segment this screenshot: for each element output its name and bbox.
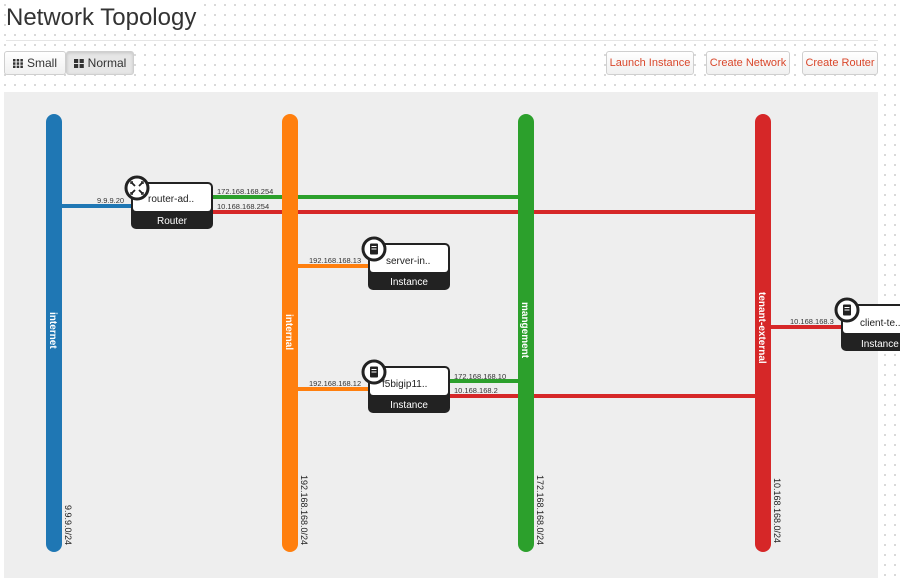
server-name: server-in.. <box>386 256 430 267</box>
create-router-button[interactable]: Create Router <box>802 51 878 75</box>
network-bar-tenant-external[interactable] <box>755 114 771 552</box>
port-ip-router-tenant-external: 10.168.168.254 <box>217 202 269 211</box>
server-icon <box>361 359 387 385</box>
client-type: Instance <box>861 339 899 350</box>
router-icon <box>124 175 150 201</box>
router-name: router-ad.. <box>148 194 194 205</box>
network-cidr-internal: 192.168.168.0/24 <box>299 475 309 545</box>
small-grid-icon <box>12 59 23 68</box>
client-instance-node[interactable]: client-te.. Instance <box>834 297 900 351</box>
server-icon <box>361 236 387 262</box>
server-icon <box>834 297 860 323</box>
network-name-internet: internet <box>47 312 58 349</box>
network-name-internal: internal <box>283 314 294 350</box>
network-bar-mangement[interactable] <box>518 114 534 552</box>
title-divider <box>6 40 878 41</box>
small-view-button[interactable]: Small <box>4 51 66 75</box>
network-name-mangement: mangement <box>519 302 530 359</box>
network-bar-internal[interactable] <box>282 114 298 552</box>
create-network-button[interactable]: Create Network <box>706 51 790 75</box>
network-cidr-mangement: 172.168.168.0/24 <box>535 475 545 545</box>
port-ip-router-internet: 9.9.9.20 <box>97 196 124 205</box>
normal-view-button[interactable]: Normal <box>66 51 134 75</box>
port-ip-bigip-tenant-external: 10.168.168.2 <box>454 386 498 395</box>
small-view-label: Small <box>26 56 57 70</box>
bigip-name: f5bigip11.. <box>382 379 427 390</box>
router-type: Router <box>157 216 188 227</box>
port-ip-bigip-internal: 192.168.168.12 <box>309 379 361 388</box>
page-title: Network Topology <box>6 4 203 32</box>
router-node[interactable]: router-ad.. Router <box>124 175 213 229</box>
port-ip-server-internal: 192.168.168.13 <box>309 256 361 265</box>
bigip-type: Instance <box>390 400 428 411</box>
network-cidr-tenant-external: 10.168.168.0/24 <box>772 478 782 543</box>
launch-instance-button[interactable]: Launch Instance <box>606 51 694 75</box>
normal-view-label: Normal <box>87 56 127 70</box>
network-cidr-internet: 9.9.9.0/24 <box>63 505 73 545</box>
network-bar-internet[interactable] <box>46 114 62 552</box>
port-ip-router-mangement: 172.168.168.254 <box>217 187 273 196</box>
server-type: Instance <box>390 277 428 288</box>
bigip-instance-node[interactable]: f5bigip11.. Instance <box>361 359 450 413</box>
port-ip-bigip-mangement: 172.168.168.10 <box>454 372 506 381</box>
server-instance-node[interactable]: server-in.. Instance <box>361 236 450 290</box>
topology-canvas <box>4 92 878 578</box>
network-name-tenant-external: tenant-external <box>756 292 767 364</box>
large-grid-icon <box>73 59 84 68</box>
port-ip-client-tenant-external: 10.168.168.3 <box>790 317 834 326</box>
client-name: client-te.. <box>860 318 900 329</box>
